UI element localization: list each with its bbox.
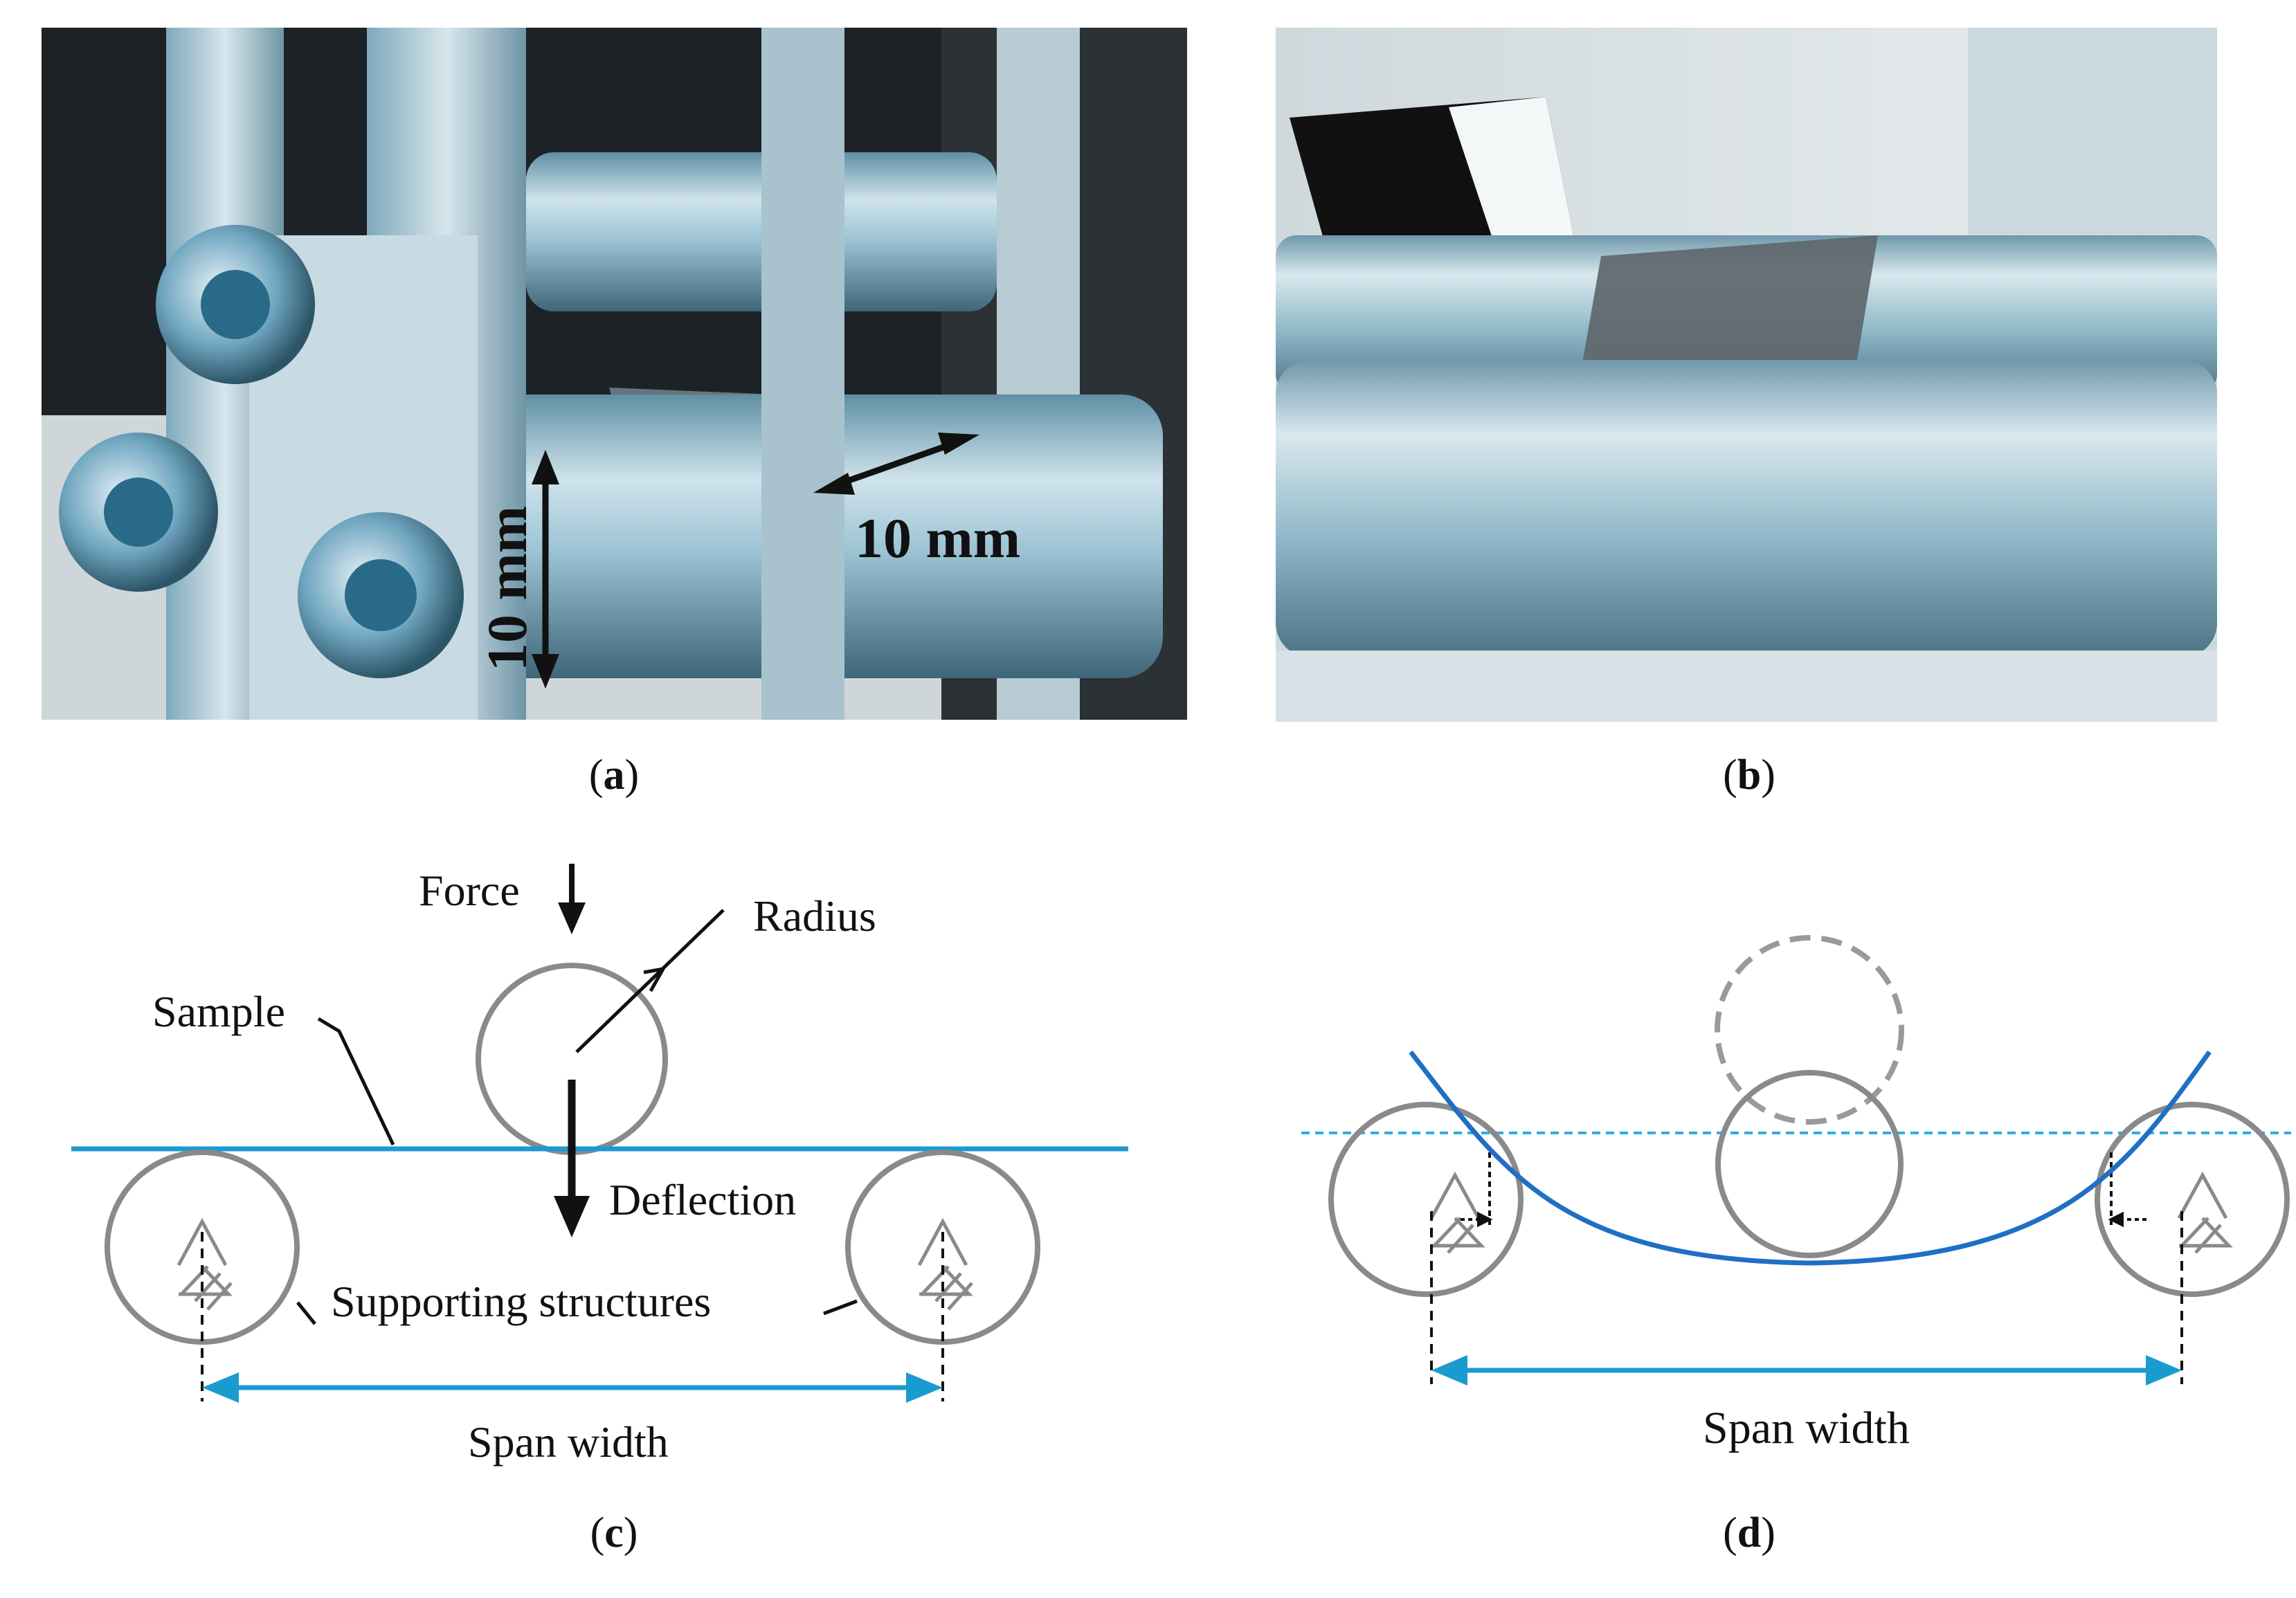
span-width-arrow-d (1431, 1355, 2182, 1386)
schematic-c: Force Radius Sample Deflection Supportin… (71, 864, 1128, 1467)
label-10mm-vertical: 10 mm (476, 506, 539, 671)
left-support-cylinder (105, 1150, 300, 1345)
label-supporting-structures: Supporting structures (331, 1277, 711, 1326)
initial-cylinder-position (1715, 935, 1904, 1125)
span-width-arrow (202, 1372, 943, 1403)
schematic-d: Span width (1301, 935, 2291, 1453)
caption-b: (b) (1723, 752, 1775, 799)
photo-a: 10 mm 10 mm (42, 28, 1187, 720)
radius-pointer (575, 909, 725, 1053)
photo-a-drawing: 10 mm 10 mm (42, 28, 1187, 720)
photo-b (1276, 28, 2217, 722)
force-arrow (558, 864, 586, 934)
right-support-cylinder (845, 1150, 1040, 1345)
support-pointer-right (823, 1299, 858, 1316)
bent-sample-curve (1409, 1050, 2212, 1266)
horizontal-dimension-arrow (813, 433, 979, 495)
label-radius: Radius (753, 891, 876, 941)
sample-pointer (317, 1017, 395, 1146)
right-contact-shift (2108, 1152, 2149, 1228)
left-support-symbol (177, 1217, 233, 1311)
left-contact-shift (1461, 1152, 1493, 1228)
right-support-symbol (917, 1217, 973, 1311)
caption-d: (d) (1723, 1509, 1775, 1556)
left-support-symbol-d (1429, 1171, 1485, 1254)
support-pointer-left (296, 1301, 316, 1325)
displaced-loading-cylinder (1715, 1070, 1904, 1258)
label-force: Force (419, 866, 520, 915)
deflection-arrow (554, 1080, 590, 1237)
label-span-width: Span width (468, 1417, 669, 1467)
right-support-cylinder-d (2095, 1102, 2290, 1297)
label-10mm-horizontal: 10 mm (855, 507, 1020, 570)
label-sample: Sample (152, 987, 285, 1036)
caption-c: (c) (590, 1509, 638, 1556)
caption-a: (a) (588, 752, 640, 799)
photo-b-drawing (1276, 28, 2217, 722)
label-deflection: Deflection (609, 1175, 796, 1224)
right-support-symbol-d (2177, 1171, 2233, 1254)
vertical-dimension-arrow (532, 450, 559, 689)
label-span-width-d: Span width (1703, 1403, 1910, 1453)
left-support-cylinder-d (1328, 1102, 1524, 1297)
